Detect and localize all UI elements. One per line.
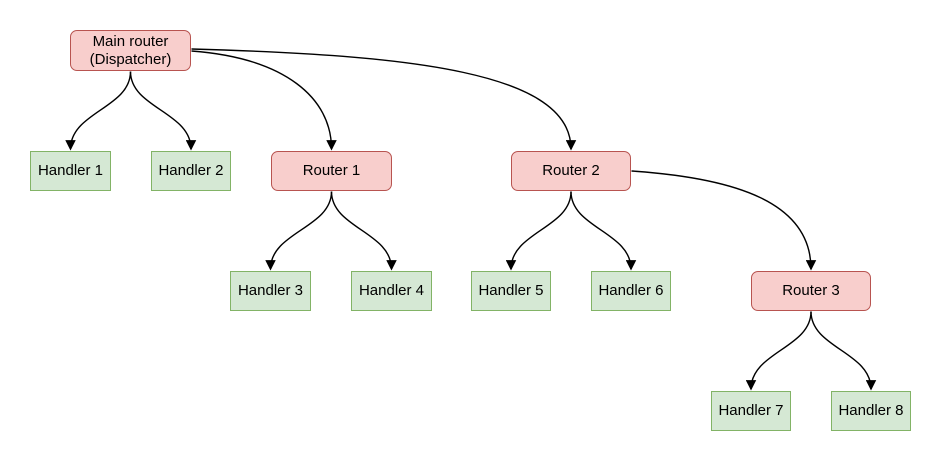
node-router-3: Router 3 (751, 271, 871, 311)
edge-main-router-to-router-1 (191, 50, 337, 151)
node-router-1: Router 1 (271, 151, 392, 191)
edge-router-1-to-handler-4 (330, 191, 397, 271)
edge-main-router-to-handler-2 (129, 71, 197, 151)
node-router-2: Router 2 (511, 151, 631, 191)
node-handler-1: Handler 1 (30, 151, 111, 191)
edge-router-2-to-router-3 (631, 170, 817, 271)
edge-main-router-to-router-2 (191, 48, 577, 151)
edge-router-3-to-handler-7 (745, 311, 812, 391)
edge-main-router-to-handler-1 (65, 71, 132, 151)
node-handler-4: Handler 4 (351, 271, 432, 311)
edge-router-2-to-handler-5 (505, 191, 572, 271)
node-handler-2: Handler 2 (151, 151, 231, 191)
node-handler-8: Handler 8 (831, 391, 911, 431)
edge-router-2-to-handler-6 (570, 191, 637, 271)
node-main-router: Main router (Dispatcher) (70, 30, 191, 71)
edge-router-3-to-handler-8 (810, 311, 877, 391)
node-handler-7: Handler 7 (711, 391, 791, 431)
node-handler-3: Handler 3 (230, 271, 311, 311)
node-handler-5: Handler 5 (471, 271, 551, 311)
edge-router-1-to-handler-3 (265, 191, 333, 271)
node-handler-6: Handler 6 (591, 271, 671, 311)
